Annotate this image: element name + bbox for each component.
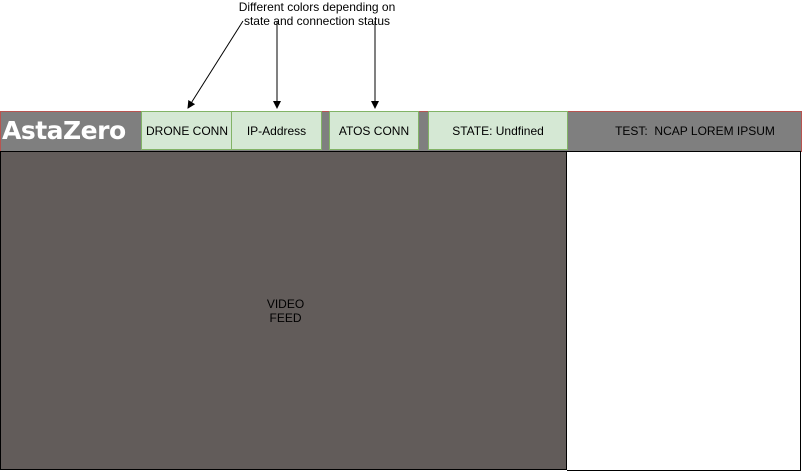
state-status: STATE: Undfined bbox=[428, 111, 568, 150]
drone-conn-status: DRONE CONN bbox=[141, 111, 233, 150]
video-feed-label: VIDEO FEED bbox=[266, 296, 305, 325]
test-label: TEST: NCAP LOREM IPSUM bbox=[615, 123, 775, 138]
side-panel bbox=[567, 151, 801, 471]
arrow-to-drone-conn bbox=[187, 20, 244, 109]
ip-address-status: IP-Address bbox=[231, 111, 322, 150]
astazero-logo: AstaZero bbox=[2, 116, 126, 145]
annotation-note: Different colors depending on state and … bbox=[238, 0, 396, 28]
atos-conn-status: ATOS CONN bbox=[329, 111, 419, 150]
video-feed: VIDEO FEED bbox=[0, 151, 567, 470]
